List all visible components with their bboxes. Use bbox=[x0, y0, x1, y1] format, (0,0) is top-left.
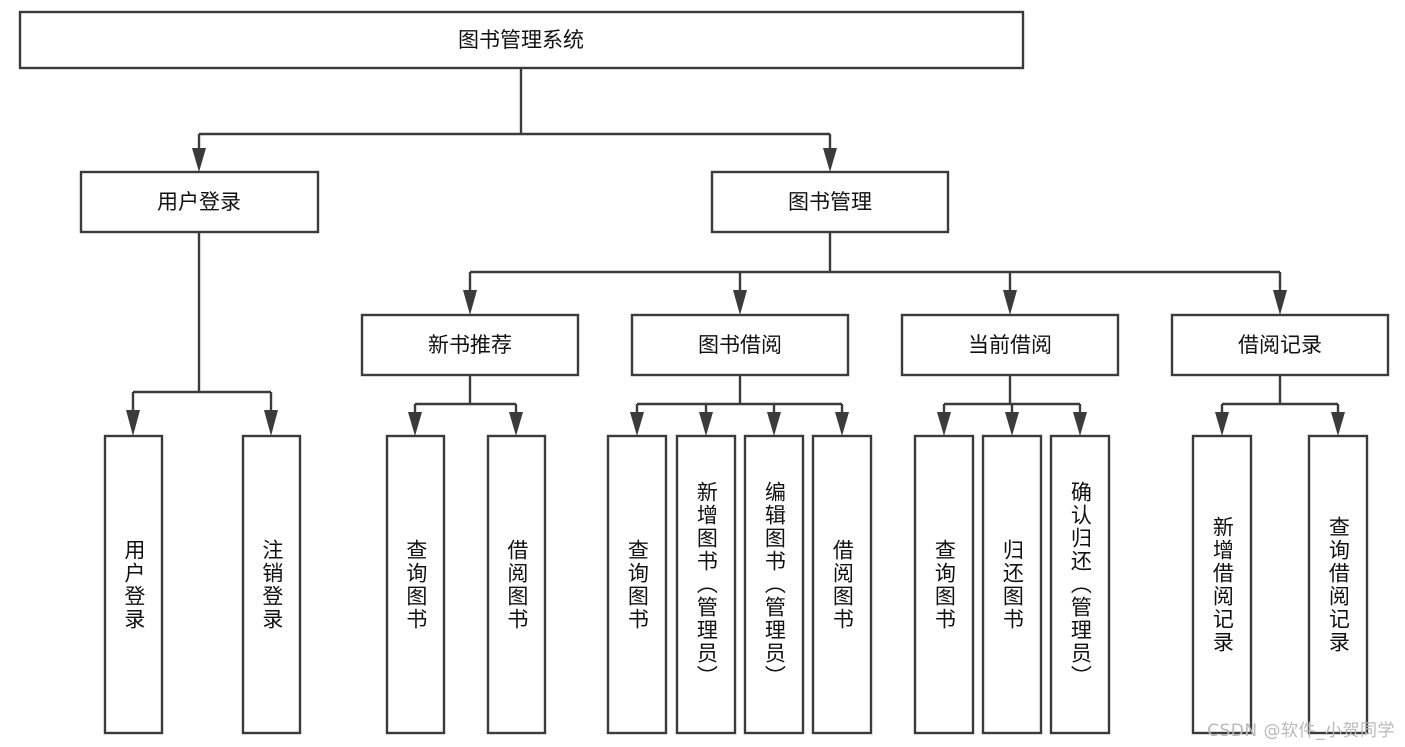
node-new-book-recommend[interactable]: 新书推荐 bbox=[360, 313, 580, 377]
node-root-system[interactable]: 图书管理系统 bbox=[18, 10, 1025, 70]
node-current-borrow[interactable]: 当前借阅 bbox=[900, 313, 1120, 377]
leaf-box-cb-query-book[interactable] bbox=[913, 434, 975, 735]
leaf-boxes-new-book-recommend bbox=[385, 434, 547, 735]
arrowhead-leaf-cb-confirm bbox=[1073, 412, 1087, 436]
arrowhead-leaf-bb-query bbox=[630, 412, 644, 436]
node-root-box bbox=[18, 10, 1025, 70]
leaf-boxes-current-borrow bbox=[913, 434, 1111, 735]
connectors-root-to-level2 bbox=[192, 68, 837, 172]
arrowhead-leaf-bb-edit bbox=[767, 412, 781, 436]
leaf-box-bb-query-book[interactable] bbox=[606, 434, 668, 735]
connectors-new-book-to-leaves bbox=[408, 375, 523, 436]
leaf-box-cb-return-book[interactable] bbox=[981, 434, 1043, 735]
leaf-box-nb-borrow-book[interactable] bbox=[486, 434, 547, 735]
node-new-book-recommend-label: 新书推荐 bbox=[428, 333, 512, 357]
node-borrow-record-label: 借阅记录 bbox=[1238, 333, 1322, 357]
leaf-box-bb-borrow-book[interactable] bbox=[811, 434, 873, 735]
node-book-borrow-box bbox=[630, 313, 850, 377]
leaf-box-logout[interactable] bbox=[241, 434, 302, 735]
node-current-borrow-label: 当前借阅 bbox=[968, 333, 1052, 357]
node-book-borrow-label: 图书借阅 bbox=[698, 333, 782, 357]
node-root-label: 图书管理系统 bbox=[458, 28, 584, 52]
csdn-watermark: CSDN @软件_小贺同学 bbox=[1207, 721, 1395, 741]
leaf-boxes-user-login bbox=[103, 434, 302, 735]
node-book-manage[interactable]: 图书管理 bbox=[710, 170, 950, 234]
leaf-box-bb-edit-book-admin[interactable] bbox=[743, 434, 805, 735]
leaf-boxes-borrow-record bbox=[1191, 434, 1369, 735]
node-borrow-record[interactable]: 借阅记录 bbox=[1170, 313, 1390, 377]
node-borrow-record-box bbox=[1170, 313, 1390, 377]
node-book-manage-label: 图书管理 bbox=[788, 190, 872, 214]
leaf-box-nb-query-book[interactable] bbox=[385, 434, 446, 735]
arrowhead-borrow-record bbox=[1273, 290, 1287, 315]
arrowhead-leaf-bb-borrow bbox=[835, 412, 849, 436]
arrowhead-leaf-logout bbox=[264, 410, 278, 436]
arrowhead-book-manage bbox=[823, 148, 837, 172]
leaf-box-br-add-record[interactable] bbox=[1191, 434, 1253, 735]
node-user-login-box bbox=[79, 170, 320, 234]
arrowhead-leaf-bb-add bbox=[699, 412, 713, 436]
node-book-manage-box bbox=[710, 170, 950, 234]
node-user-login[interactable]: 用户登录 bbox=[79, 170, 320, 234]
connectors-borrow-record-to-leaves bbox=[1215, 375, 1345, 436]
node-user-login-label: 用户登录 bbox=[157, 190, 241, 214]
arrowhead-current-borrow bbox=[1003, 290, 1017, 315]
arrowhead-user-login bbox=[192, 148, 206, 172]
arrowhead-leaf-nb-borrow bbox=[509, 412, 523, 436]
connectors-book-borrow-to-leaves bbox=[630, 375, 849, 436]
arrowhead-leaf-cb-query bbox=[937, 412, 951, 436]
leaf-box-cb-confirm-return-admin[interactable] bbox=[1049, 434, 1111, 735]
node-new-book-recommend-box bbox=[360, 313, 580, 377]
node-book-borrow[interactable]: 图书借阅 bbox=[630, 313, 850, 377]
arrowhead-leaf-cb-return bbox=[1005, 412, 1019, 436]
arrowhead-new-book-recommend bbox=[463, 290, 477, 315]
connectors-current-borrow-to-leaves bbox=[937, 375, 1087, 436]
leaf-box-user-login[interactable] bbox=[103, 434, 164, 735]
connectors-user-login-to-leaves bbox=[126, 232, 278, 436]
leaf-box-br-query-record[interactable] bbox=[1307, 434, 1369, 735]
leaf-box-bb-add-book-admin[interactable] bbox=[675, 434, 737, 735]
connectors-book-manage-to-level3 bbox=[463, 232, 1287, 315]
leaf-boxes-book-borrow bbox=[606, 434, 873, 735]
node-current-borrow-box bbox=[900, 313, 1120, 377]
arrowhead-leaf-br-query bbox=[1331, 412, 1345, 436]
arrowhead-leaf-br-add bbox=[1215, 412, 1229, 436]
arrowhead-leaf-user-login bbox=[126, 410, 140, 436]
arrowhead-leaf-nb-query bbox=[408, 412, 422, 436]
arrowhead-book-borrow bbox=[733, 290, 747, 315]
